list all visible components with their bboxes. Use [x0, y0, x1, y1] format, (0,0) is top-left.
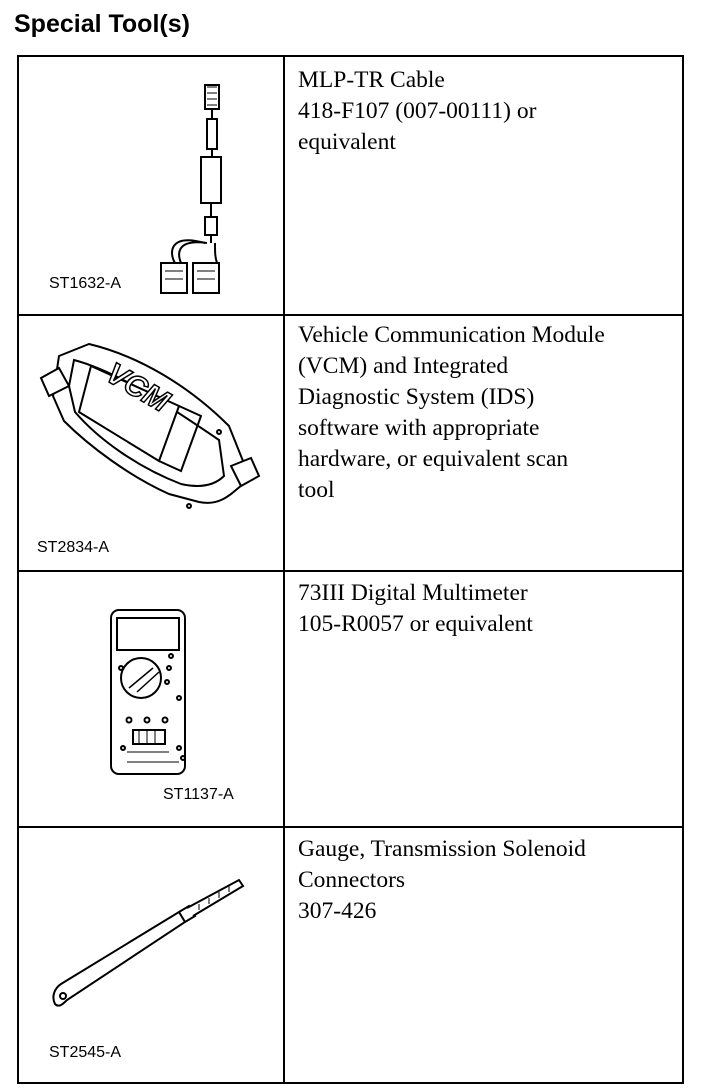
tool-description: 73III Digital Multimeter 105-R0057 or eq… — [285, 572, 682, 640]
cable-icon — [160, 84, 222, 294]
tool-description: Gauge, Transmission Solenoid Connectors … — [285, 828, 682, 927]
tool-description-cell: Vehicle Communication Module (VCM) and I… — [283, 314, 684, 572]
description-line: equivalent — [298, 129, 396, 155]
description-line: 307-426 — [298, 898, 377, 924]
tool-description: MLP-TR Cable 418-F107 (007-00111) or equ… — [285, 57, 682, 158]
tool-row: ST1632-A MLP-TR Cable 418-F107 (007-0011… — [17, 55, 684, 316]
section-heading: Special Tool(s) — [14, 10, 190, 38]
vcm-icon: VCM — [39, 342, 261, 509]
tool-image-cell: ST1137-A — [17, 570, 285, 828]
tool-image-code: ST2545-A — [49, 1044, 122, 1061]
description-line: 105-R0057 or equivalent — [298, 611, 533, 637]
tool-description-cell: 73III Digital Multimeter 105-R0057 or eq… — [283, 570, 684, 828]
description-line: 418-F107 (007-00111) or — [298, 98, 537, 124]
tool-image-code: ST1632-A — [49, 275, 122, 292]
tool-image-cell: ST2545-A — [17, 826, 285, 1084]
special-tools-table: ST1632-A MLP-TR Cable 418-F107 (007-0011… — [17, 55, 684, 1084]
tool-row: VCM ST2834-A Vehicle Communication Modul… — [17, 314, 684, 572]
multimeter-icon — [110, 609, 186, 775]
tool-description: Vehicle Communication Module (VCM) and I… — [285, 316, 682, 506]
description-line: Connectors — [298, 867, 406, 893]
tool-description-cell: MLP-TR Cable 418-F107 (007-00111) or equ… — [283, 55, 684, 316]
description-line: MLP-TR Cable — [298, 67, 445, 93]
description-line: (VCM) and Integrated — [298, 353, 509, 379]
description-line: Diagnostic System (IDS) — [298, 384, 535, 410]
description-line: tool — [298, 477, 335, 503]
tool-image-cell: ST1632-A — [17, 55, 285, 316]
description-line: Gauge, Transmission Solenoid — [298, 836, 586, 862]
description-line: 73III Digital Multimeter — [298, 580, 528, 606]
description-line: Vehicle Communication Module — [298, 322, 605, 348]
description-line: software with appropriate — [298, 415, 540, 441]
tool-image-code: ST2834-A — [37, 539, 110, 556]
tool-row: ST2545-A Gauge, Transmission Solenoid Co… — [17, 826, 684, 1084]
gauge-icon — [52, 878, 245, 1007]
tool-row: ST1137-A 73III Digital Multimeter 105-R0… — [17, 570, 684, 828]
description-line: hardware, or equivalent scan — [298, 446, 569, 472]
tool-image-cell: VCM ST2834-A — [17, 314, 285, 572]
tool-image-code: ST1137-A — [163, 786, 234, 803]
tool-description-cell: Gauge, Transmission Solenoid Connectors … — [283, 826, 684, 1084]
